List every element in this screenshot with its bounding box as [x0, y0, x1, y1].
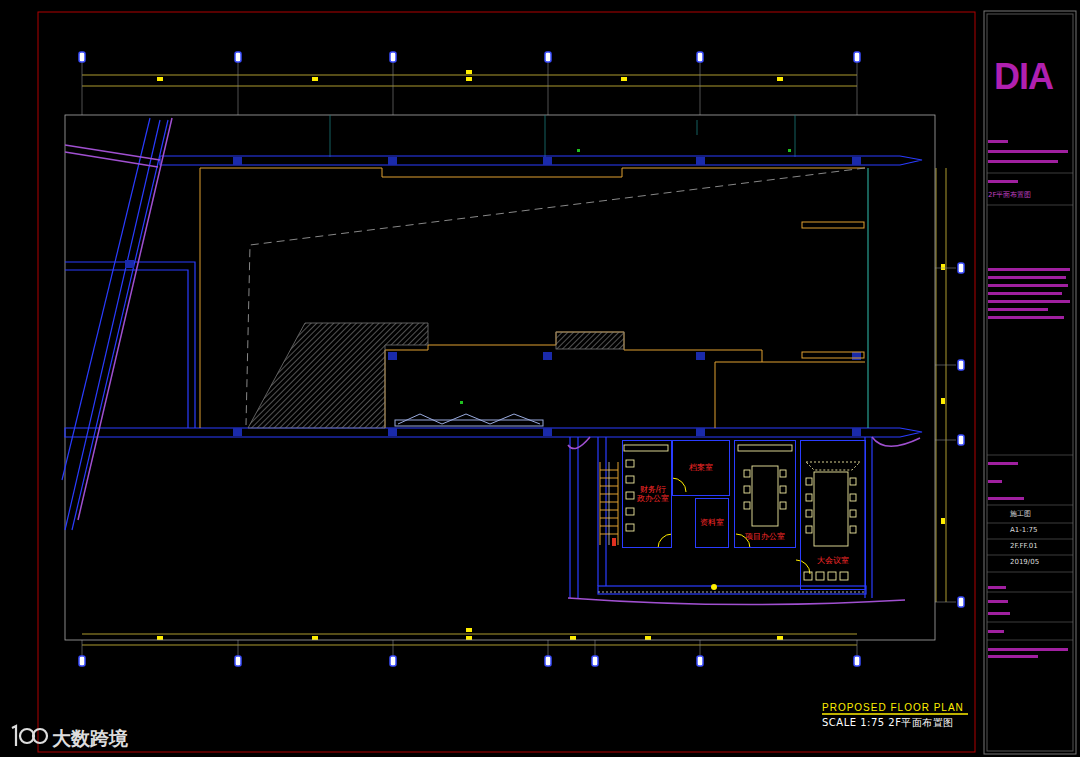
watermark: 大数跨境: [52, 726, 128, 752]
room-name: 项目办公室: [745, 532, 785, 541]
room-box: 项目办公室: [734, 440, 796, 548]
room-box: 档案室: [672, 440, 730, 496]
drawing-number: 2F.FF.01: [1010, 542, 1038, 550]
plan-caption: SCALE 1:75 2F平面布置图: [822, 716, 954, 730]
room-box: 大会议室: [800, 440, 866, 590]
logo-text: DIA: [994, 56, 1053, 98]
drawing-name: 2F平面布置图: [988, 190, 1031, 200]
date-label: 2019/05: [1010, 558, 1039, 566]
room-name: 档案室: [689, 463, 713, 472]
room-name: 资料室: [700, 518, 724, 527]
stage-label: 施工图: [1010, 509, 1031, 519]
room-name: 大会议室: [817, 556, 849, 565]
room-box: 资料室: [695, 498, 729, 548]
room-name: 财务/行政办公室: [637, 485, 669, 503]
scale-label: A1-1:75: [1010, 526, 1038, 534]
plan-title: PROPOSED FLOOR PLAN: [822, 702, 964, 713]
room-box: 财务/行政办公室: [622, 440, 672, 548]
